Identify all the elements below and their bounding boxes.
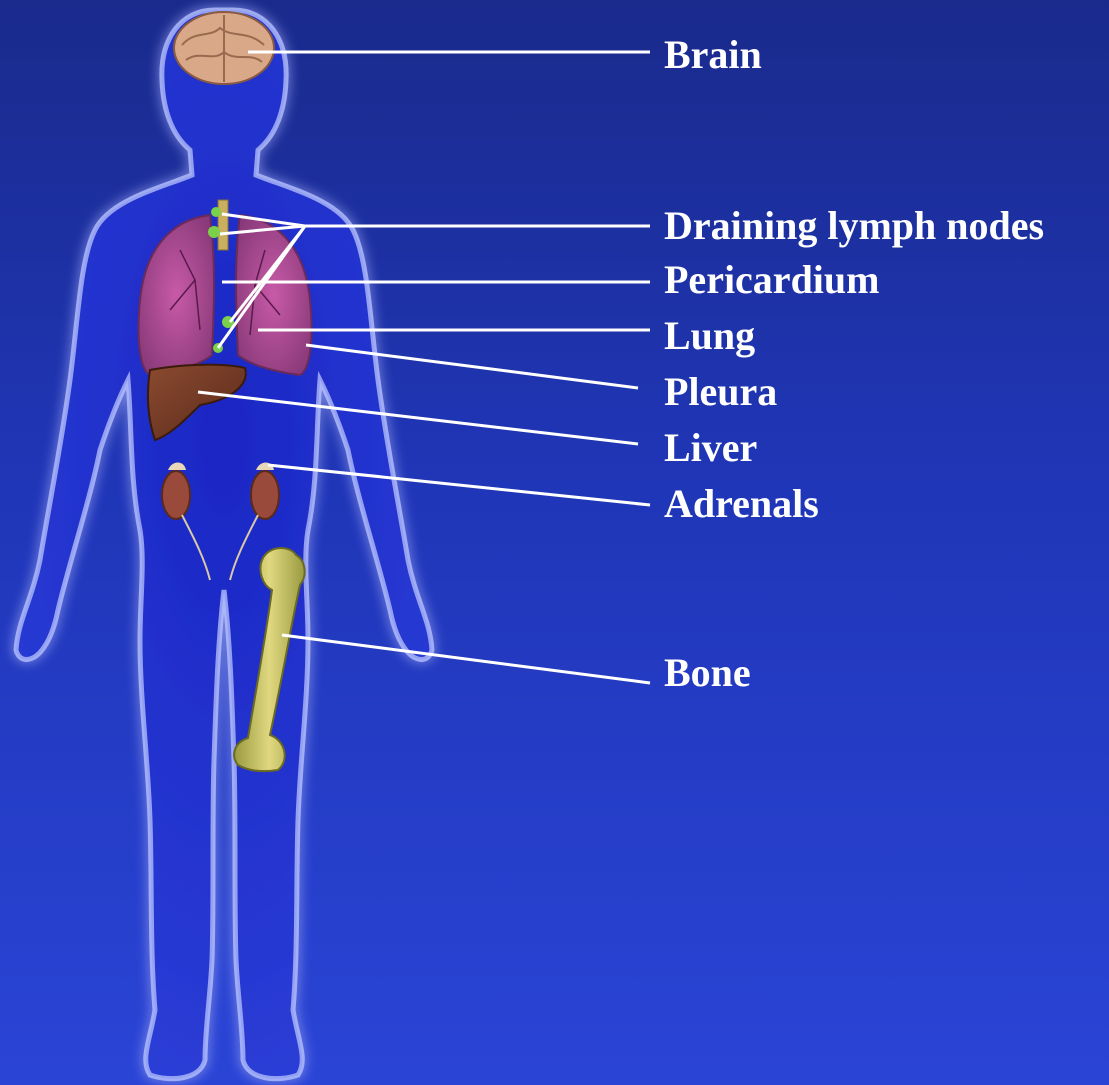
label-lung: Lung [664,314,755,358]
label-adrenals: Adrenals [664,482,819,526]
label-pleura: Pleura [664,370,777,414]
trachea [218,200,228,250]
body-silhouette [16,10,432,1079]
label-liver: Liver [664,426,757,470]
label-draining-lymph-nodes: Draining lymph nodes [664,204,1044,248]
leader-line-adrenals [268,465,650,505]
label-brain: Brain [664,33,762,77]
label-pericardium: Pericardium [664,258,880,302]
label-bone: Bone [664,651,751,695]
brain-organ [174,12,274,84]
leader-line-bone [282,635,650,683]
